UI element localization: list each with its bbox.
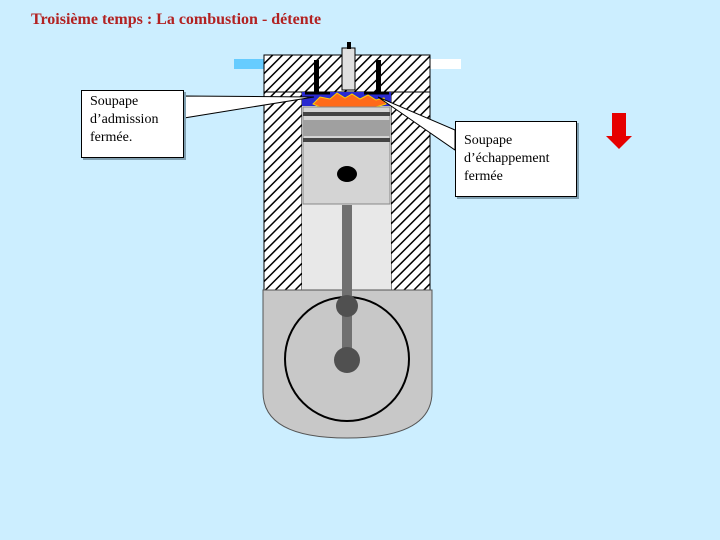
intake-callout-pointer	[183, 95, 315, 119]
exhaust-callout-line3: fermée	[464, 169, 503, 184]
exhaust-callout-line2: d’échappement	[464, 151, 550, 166]
exhaust-pipe	[429, 59, 461, 69]
exhaust-valve-stem	[376, 60, 381, 92]
crank-pin	[336, 295, 358, 317]
piston-pin	[337, 166, 357, 182]
piston-ring-bottom	[303, 138, 390, 142]
spark-plug	[341, 47, 356, 91]
intake-valve-stem	[314, 60, 319, 92]
spark-plug-tip	[347, 42, 351, 49]
crank-journal	[334, 347, 360, 373]
intake-callout-line2: d’admission	[90, 112, 159, 127]
exhaust-valve-callout: Soupape d’échappement fermée	[455, 121, 577, 197]
intake-valve-callout: Soupape d’admission fermée.	[81, 90, 184, 158]
arrow-down-icon	[606, 113, 632, 149]
intake-callout-line1: Soupape	[90, 94, 139, 109]
connecting-rod	[342, 205, 352, 361]
exhaust-callout-line1: Soupape	[464, 133, 513, 148]
intake-pipe	[234, 59, 266, 69]
piston-ring-top	[303, 112, 390, 116]
slide-title: Troisième temps : La combustion - détent…	[31, 11, 322, 28]
piston-ring-band	[303, 120, 390, 136]
cylinder-wall-left	[263, 91, 303, 291]
intake-callout-line3: fermée.	[90, 130, 133, 145]
